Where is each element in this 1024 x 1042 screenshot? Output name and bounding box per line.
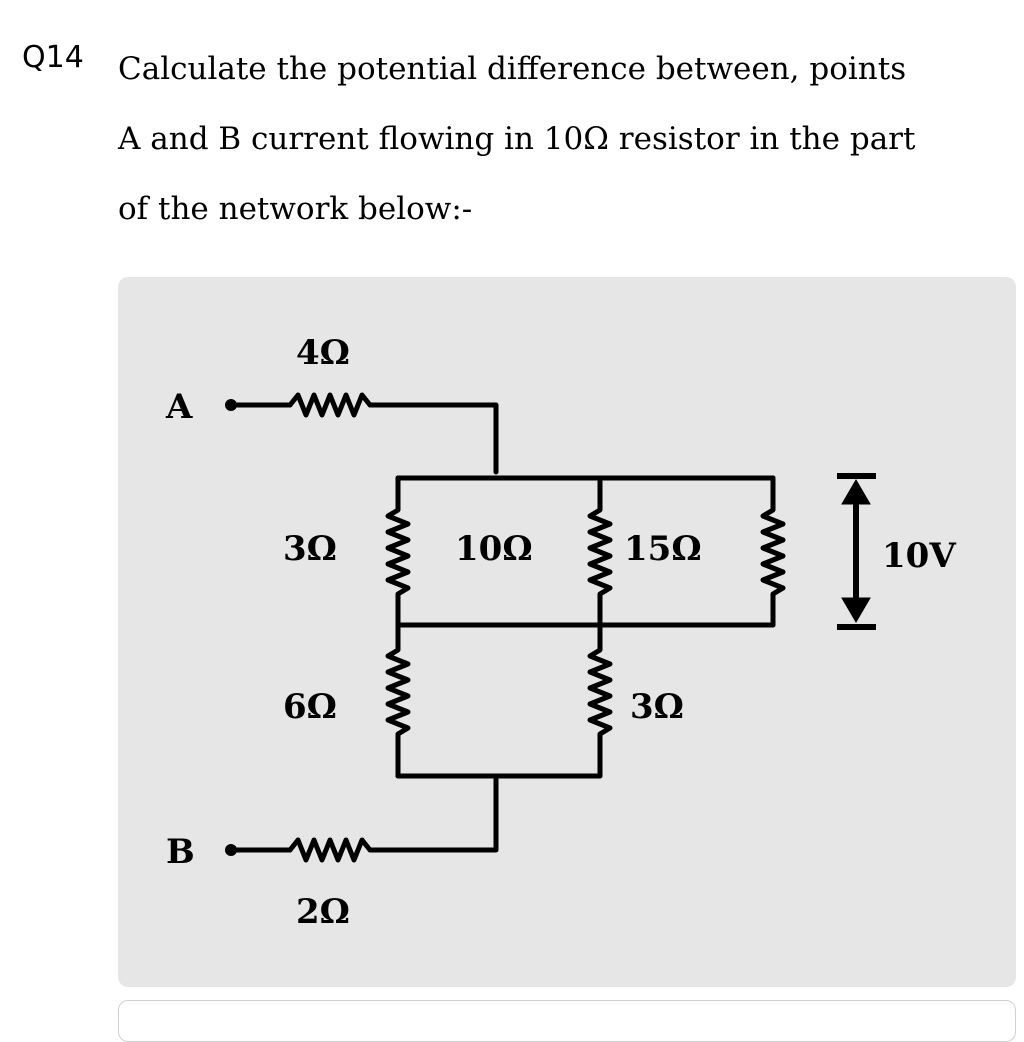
resistor-3-ohm-left-label: 3Ω xyxy=(283,529,337,569)
terminal-a-dot xyxy=(225,399,237,411)
resistor-15-ohm-label: 15Ω xyxy=(624,529,702,569)
figure-panel xyxy=(118,277,1016,987)
node-a-label: A xyxy=(165,387,193,427)
question-line: of the network below:- xyxy=(118,191,473,227)
resistor-2-ohm xyxy=(287,837,373,863)
resistor-6-ohm-label: 6Ω xyxy=(283,687,337,727)
question-line: A and B current flowing in 10Ω resistor … xyxy=(118,121,916,157)
resistor-6-ohm xyxy=(385,622,411,779)
wire-network-to-b xyxy=(367,773,499,853)
resistor-3-ohm-bottom xyxy=(587,622,613,779)
circuit-diagram: A B 4Ω 3Ω 10Ω 15Ω 6Ω 3Ω 2Ω 10V xyxy=(165,333,956,932)
resistor-10-ohm-label: 10Ω xyxy=(455,529,533,569)
resistor-2-ohm-label: 2Ω xyxy=(296,892,350,932)
terminal-b-dot xyxy=(225,844,237,856)
question-text: Calculate the potential difference betwe… xyxy=(118,34,1008,244)
question-number: Q14 xyxy=(22,40,84,75)
node-b-label: B xyxy=(166,832,195,872)
voltage-label: 10V xyxy=(882,536,956,576)
voltage-arrow xyxy=(837,473,876,630)
resistor-15-ohm xyxy=(760,475,786,628)
wire-a-to-network xyxy=(367,402,499,475)
resistor-4-ohm-label: 4Ω xyxy=(296,333,350,373)
resistor-10-ohm xyxy=(587,475,613,628)
resistor-3-ohm-bottom-label: 3Ω xyxy=(630,687,684,727)
resistor-4-ohm xyxy=(287,392,373,418)
question-line: Calculate the potential difference betwe… xyxy=(118,51,907,87)
resistor-3-ohm-left xyxy=(385,475,411,628)
